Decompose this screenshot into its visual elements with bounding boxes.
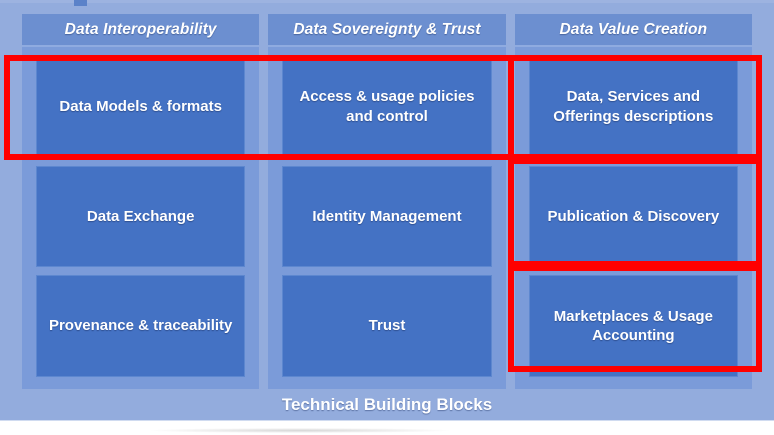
- page-bottom-edge: [0, 421, 774, 435]
- block-data-models-formats[interactable]: Data Models & formats: [36, 56, 246, 158]
- top-notch-marker: [74, 0, 87, 6]
- column-data-interoperability: Data Interoperability Data Models & form…: [22, 14, 260, 389]
- page-drop-shadow: [150, 428, 450, 433]
- column-body-1: Data Models & formats Data Exchange Prov…: [22, 47, 259, 378]
- column-body-3: Data, Services and Offerings description…: [515, 47, 752, 378]
- column-body-2: Access & usage policies and control Iden…: [268, 47, 505, 378]
- block-marketplaces-usage-accounting[interactable]: Marketplaces & Usage Accounting: [528, 275, 738, 378]
- pillar-columns: Data Interoperability Data Models & form…: [22, 14, 752, 389]
- block-data-services-offerings-descriptions[interactable]: Data, Services and Offerings description…: [528, 56, 738, 158]
- column-header-data-interoperability: Data Interoperability: [22, 14, 260, 47]
- column-data-sovereignty-trust: Data Sovereignty & Trust Access & usage …: [268, 14, 506, 389]
- block-publication-discovery[interactable]: Publication & Discovery: [528, 165, 738, 268]
- column-header-data-sovereignty-trust: Data Sovereignty & Trust: [268, 14, 506, 47]
- column-header-data-value-creation: Data Value Creation: [514, 14, 752, 47]
- block-access-usage-policies[interactable]: Access & usage policies and control: [282, 56, 492, 158]
- block-trust[interactable]: Trust: [282, 275, 492, 378]
- block-identity-management[interactable]: Identity Management: [282, 165, 492, 268]
- top-rim: [0, 0, 774, 3]
- block-provenance-traceability[interactable]: Provenance & traceability: [36, 275, 246, 378]
- column-data-value-creation: Data Value Creation Data, Services and O…: [514, 14, 752, 389]
- block-data-exchange[interactable]: Data Exchange: [36, 165, 246, 268]
- footer-technical-building-blocks: Technical Building Blocks: [0, 389, 774, 421]
